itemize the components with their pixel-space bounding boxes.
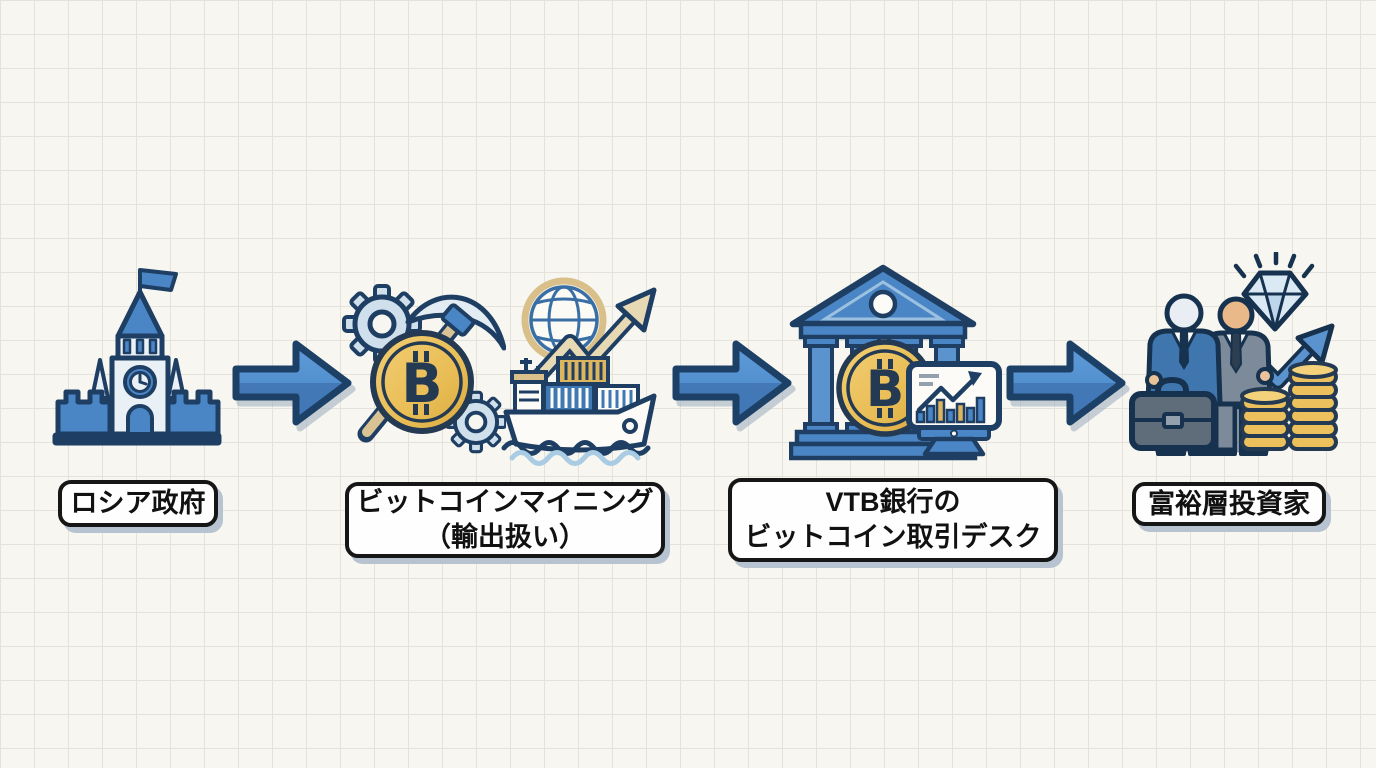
node-russia-government [52, 262, 222, 452]
node-export-ship [496, 266, 664, 466]
label-text-line1: VTB銀行の [825, 487, 961, 518]
label-russia-government: ロシア政府 [58, 480, 218, 527]
coin-stack-icon [1240, 361, 1338, 451]
label-wealthy-investors: 富裕層投資家 [1132, 482, 1326, 526]
wave-line-light [509, 450, 641, 466]
label-text-line1: ビットコインマイニング [356, 487, 654, 518]
castle-wall-left [55, 389, 113, 437]
bank-bitcoin-trading-icon: B [789, 264, 1002, 461]
label-text-line2: ビットコイン取引デスク [744, 522, 1042, 552]
flow-arrow-1 [232, 340, 352, 426]
bar-chart-icon [915, 396, 986, 424]
cargo-ship-icon [503, 356, 657, 453]
trading-monitor-icon [906, 361, 1002, 457]
growth-arrow-icon [522, 287, 657, 394]
label-vtb-bitcoin-desk: VTB銀行の ビットコイン取引デスク [728, 478, 1058, 562]
label-text: 富裕層投資家 [1148, 488, 1310, 519]
node-bitcoin-mining: B [338, 272, 506, 472]
sparkle-icon [1233, 252, 1315, 279]
cargo-ship-globe-growth-icon [501, 277, 657, 466]
bitcoin-symbol: B [866, 360, 904, 418]
node-wealthy-investors [1124, 252, 1348, 464]
label-bitcoin-mining: ビットコインマイニング （輸出扱い） [345, 482, 665, 558]
castle-wall-right [163, 389, 221, 437]
door [126, 404, 154, 436]
kremlin-tower-icon [52, 268, 222, 446]
flow-arrow-2 [672, 340, 792, 426]
briefcase-icon [1129, 376, 1217, 451]
investors-diamond-coins-icon [1129, 252, 1338, 456]
arrow-right-icon [232, 340, 352, 426]
bitcoin-mining-pickaxe-gears-icon: B [342, 284, 506, 454]
arrow-right-icon [1006, 340, 1126, 426]
label-text: ロシア政府 [70, 488, 206, 519]
arrow-right-icon [672, 340, 792, 426]
label-text-line2: （輸出扱い） [424, 522, 586, 552]
node-vtb-bank: B [789, 262, 1004, 462]
globe-icon [521, 277, 607, 363]
bitcoin-symbol: B [401, 352, 442, 415]
ship-hull [503, 393, 657, 453]
flow-arrow-3 [1006, 340, 1126, 426]
diamond-icon [1241, 270, 1309, 332]
porthole [622, 418, 638, 434]
bitcoin-coin-icon: B [370, 330, 474, 434]
pediment-window [868, 289, 898, 319]
flag-icon [138, 268, 178, 292]
